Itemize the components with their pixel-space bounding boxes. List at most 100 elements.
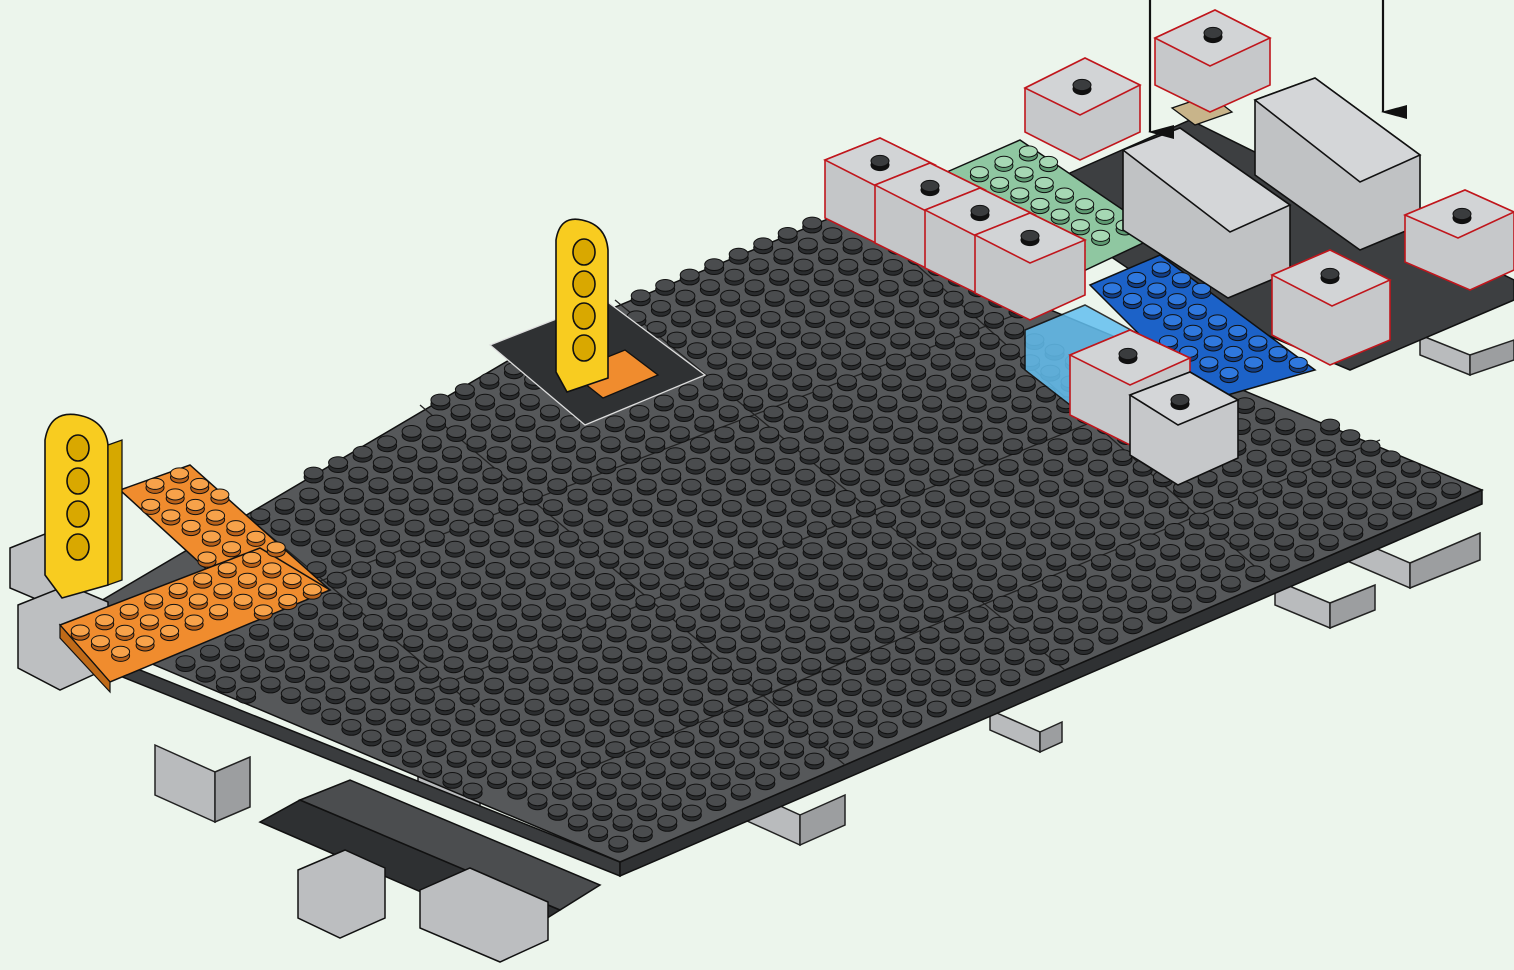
stud xyxy=(507,458,526,474)
stud xyxy=(649,532,668,548)
stud xyxy=(1034,618,1053,634)
stud xyxy=(1168,294,1186,309)
stud xyxy=(176,656,195,672)
beam-hole xyxy=(67,435,89,461)
stud xyxy=(473,626,492,642)
stud xyxy=(931,354,950,370)
stud xyxy=(729,248,748,264)
stud xyxy=(960,323,979,339)
stud xyxy=(653,511,672,527)
stud xyxy=(689,553,708,569)
stud xyxy=(1197,587,1216,603)
stud xyxy=(902,386,921,402)
stud xyxy=(1161,545,1180,561)
stud xyxy=(651,742,670,758)
stud xyxy=(544,500,563,516)
stud xyxy=(1190,513,1209,529)
stud xyxy=(1120,523,1139,539)
stud xyxy=(382,741,401,757)
stud xyxy=(427,741,446,757)
stud xyxy=(778,228,797,244)
stud xyxy=(169,583,187,598)
stud xyxy=(1283,493,1302,509)
stud xyxy=(803,217,822,233)
stud xyxy=(1303,503,1322,519)
stud xyxy=(802,659,821,675)
stud xyxy=(736,763,755,779)
stud xyxy=(330,667,349,683)
stud xyxy=(688,343,707,359)
stud xyxy=(166,489,184,504)
stud xyxy=(583,637,602,653)
stud xyxy=(608,511,627,527)
stud xyxy=(523,489,542,505)
stud xyxy=(223,542,241,557)
stud xyxy=(1000,344,1019,360)
stud xyxy=(633,826,652,842)
stud xyxy=(1256,408,1275,424)
stud xyxy=(632,616,651,632)
stud xyxy=(1019,470,1038,486)
stud xyxy=(737,648,756,664)
stud xyxy=(753,679,772,695)
stud xyxy=(1214,503,1233,519)
stud xyxy=(171,468,189,483)
stud xyxy=(744,721,763,737)
stud xyxy=(1393,504,1412,520)
stud xyxy=(1005,649,1024,665)
stud xyxy=(363,615,382,631)
stud xyxy=(613,490,632,506)
stud xyxy=(381,531,400,547)
stud xyxy=(343,604,362,620)
stud xyxy=(995,481,1014,497)
stud xyxy=(1015,491,1034,507)
stud xyxy=(895,312,914,328)
stud xyxy=(466,552,485,568)
stud xyxy=(1128,597,1147,613)
stud xyxy=(451,405,470,421)
stud xyxy=(568,489,587,505)
stud xyxy=(704,700,723,716)
stud xyxy=(731,459,750,475)
stud xyxy=(1052,418,1071,434)
stud xyxy=(375,667,394,683)
stud xyxy=(774,574,793,590)
stud xyxy=(991,177,1009,192)
stud xyxy=(650,416,669,432)
stud xyxy=(985,313,1004,329)
stud xyxy=(749,700,768,716)
stud xyxy=(1270,556,1289,572)
stud xyxy=(815,596,834,612)
stud xyxy=(1048,439,1067,455)
beam-hole xyxy=(573,239,595,265)
stud xyxy=(915,323,934,339)
stud xyxy=(846,333,865,349)
stud xyxy=(859,270,878,286)
stud xyxy=(418,457,437,473)
stud xyxy=(1275,535,1294,551)
stud xyxy=(638,805,657,821)
stud xyxy=(554,668,573,684)
stud xyxy=(709,564,728,580)
stud xyxy=(1063,586,1082,602)
stud xyxy=(424,646,443,662)
stud xyxy=(893,543,912,559)
stud xyxy=(858,386,877,402)
stud xyxy=(207,510,225,525)
stud xyxy=(588,500,607,516)
beam-hole xyxy=(67,468,89,494)
stud xyxy=(1031,523,1050,539)
stud xyxy=(578,658,597,674)
stud xyxy=(290,646,309,662)
stud xyxy=(1083,597,1102,613)
stud xyxy=(768,385,787,401)
stud xyxy=(901,501,920,517)
stud xyxy=(281,688,300,704)
stud xyxy=(553,784,572,800)
stud xyxy=(218,563,236,578)
stud xyxy=(744,396,763,412)
stud xyxy=(809,732,828,748)
stud xyxy=(737,322,756,338)
stud xyxy=(646,763,665,779)
